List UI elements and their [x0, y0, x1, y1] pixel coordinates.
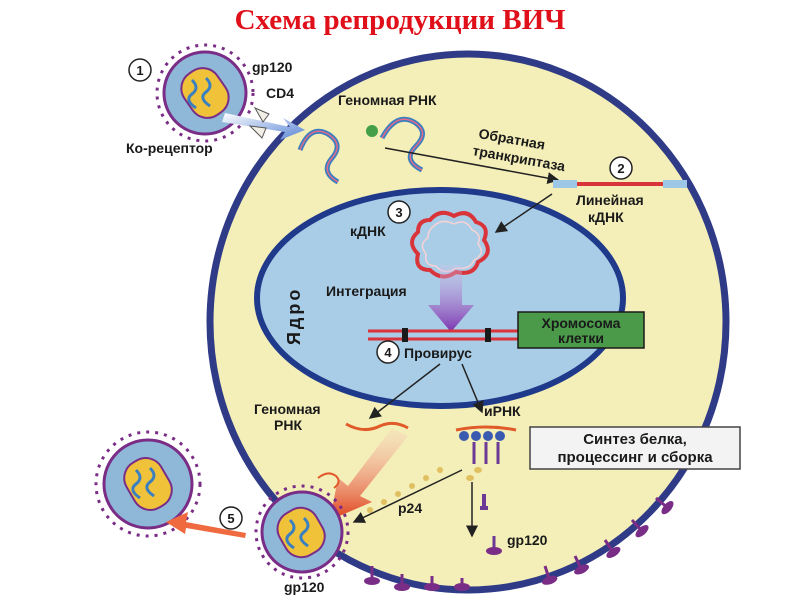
linear-cdna	[553, 180, 687, 188]
chromosome-label-1: Хромосома	[542, 315, 621, 331]
protein-synthesis-label-2: процессинг и сборка	[557, 449, 713, 466]
label-gp120-top: gp120	[252, 59, 293, 75]
provirus-dna	[368, 328, 518, 342]
step-2: 2	[609, 156, 633, 180]
arrow-to-nucleus	[494, 193, 553, 233]
receptors	[248, 106, 270, 139]
rna-fragment	[317, 472, 340, 489]
label-gp120-bottom: gp120	[284, 579, 325, 595]
svg-text:3: 3	[395, 205, 402, 220]
arrow-to-mrna	[461, 363, 484, 414]
virion-budding	[254, 484, 350, 580]
release-arrow	[166, 512, 246, 538]
label-p24: p24	[398, 500, 422, 516]
protein-synthesis-box: Синтез белка, процессинг и сборка	[529, 426, 741, 470]
virion-entering	[155, 43, 255, 143]
integration-arrow	[428, 265, 474, 332]
p24-particles	[352, 467, 463, 523]
chromosome-box: Хромосома клетки	[517, 311, 645, 349]
label-linear-cdna-2: кДНК	[588, 209, 624, 225]
virion-released	[94, 430, 202, 538]
arrow-rt	[384, 147, 560, 184]
assembly-arrow	[330, 428, 408, 520]
label-genomic-rna-top: Геномная РНК	[338, 92, 437, 108]
svg-text:5: 5	[227, 511, 234, 526]
mrna-ribosomes	[455, 425, 517, 481]
label-co-receptor: Ко-рецептор	[126, 140, 213, 156]
svg-text:4: 4	[384, 345, 392, 360]
label-nucleus: Ядро	[284, 287, 304, 345]
genomic-rna-top	[297, 116, 425, 185]
step-4: 4	[376, 340, 400, 364]
gp120-synthesis	[466, 482, 502, 555]
label-cd4: CD4	[266, 85, 294, 101]
step-5: 5	[219, 506, 243, 530]
label-integration: Интеграция	[326, 283, 407, 299]
svg-text:2: 2	[617, 161, 624, 176]
protein-synthesis-label-1: Синтез белка,	[583, 431, 687, 448]
label-provirus: Провирус	[404, 345, 472, 361]
label-gp120-inner: gp120	[507, 532, 548, 548]
label-genomic-rna-bottom-2: РНК	[274, 417, 302, 433]
label-mrna: иРНК	[484, 403, 521, 419]
label-linear-cdna-1: Линейная	[576, 192, 644, 208]
entry-arrow	[222, 113, 305, 140]
step-3: 3	[387, 200, 411, 224]
circular-cdna	[410, 210, 490, 279]
svg-text:1: 1	[136, 63, 143, 78]
label-cdna: кДНК	[350, 223, 386, 239]
arrow-to-genomic-rna	[368, 363, 441, 419]
diagram-title: Схема репродукции ВИЧ	[234, 4, 566, 36]
chromosome-label-2: клетки	[558, 330, 604, 346]
step-markers: 1 2 3 4 5	[128, 58, 633, 530]
genomic-rna-bottom	[345, 421, 409, 431]
membrane-gp120-spikes	[364, 496, 674, 591]
step-1: 1	[128, 58, 152, 82]
label-genomic-rna-bottom-1: Геномная	[254, 401, 321, 417]
